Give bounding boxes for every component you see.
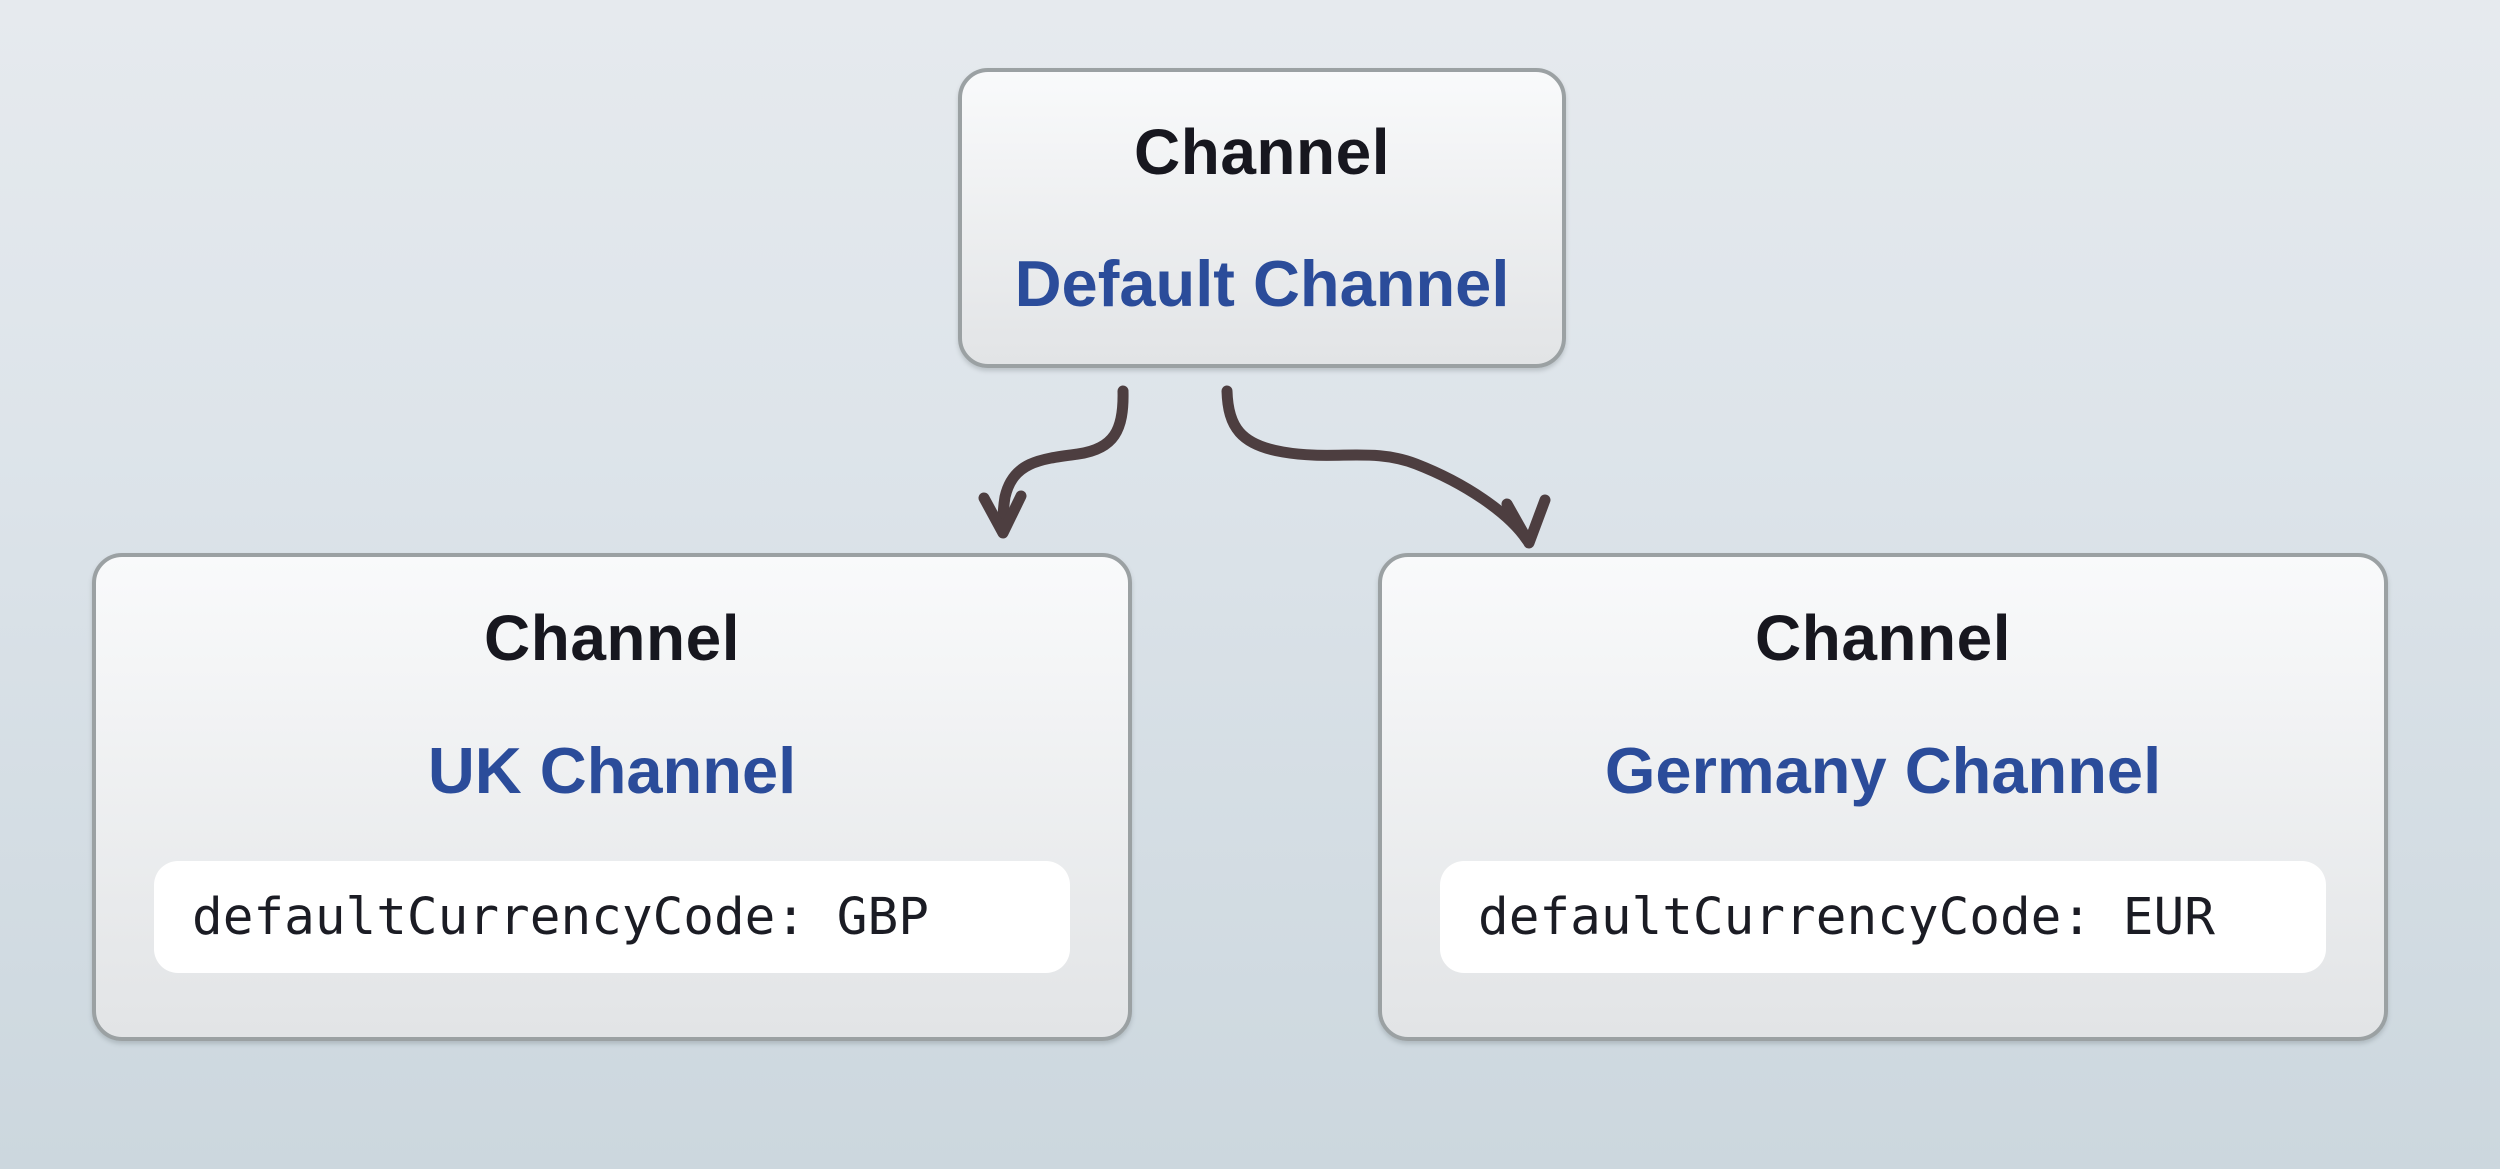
arrow-to-germany-channel-head-icon — [1501, 494, 1551, 549]
node-uk-channel: Channel UK Channel defaultCurrencyCode: … — [92, 553, 1132, 1041]
entity-type-label: Channel — [484, 602, 740, 674]
arrow-to-germany-channel — [1221, 385, 1533, 546]
attribute-text: defaultCurrencyCode: GBP — [192, 887, 929, 947]
attribute-text: defaultCurrencyCode: EUR — [1478, 887, 2215, 947]
entity-type-label: Channel — [1755, 602, 2011, 674]
node-default-channel: Channel Default Channel — [958, 68, 1566, 368]
entity-type-label: Channel — [1134, 116, 1390, 188]
channel-name: UK Channel — [427, 734, 797, 807]
node-germany-channel: Channel Germany Channel defaultCurrencyC… — [1378, 553, 2388, 1041]
attribute-pill: defaultCurrencyCode: EUR — [1440, 861, 2326, 973]
channel-name: Germany Channel — [1604, 734, 2162, 807]
arrow-to-uk-channel-head-icon — [978, 490, 1027, 539]
attribute-pill: defaultCurrencyCode: GBP — [154, 861, 1070, 973]
arrow-to-uk-channel — [997, 385, 1129, 534]
channel-name: Default Channel — [1014, 247, 1510, 320]
